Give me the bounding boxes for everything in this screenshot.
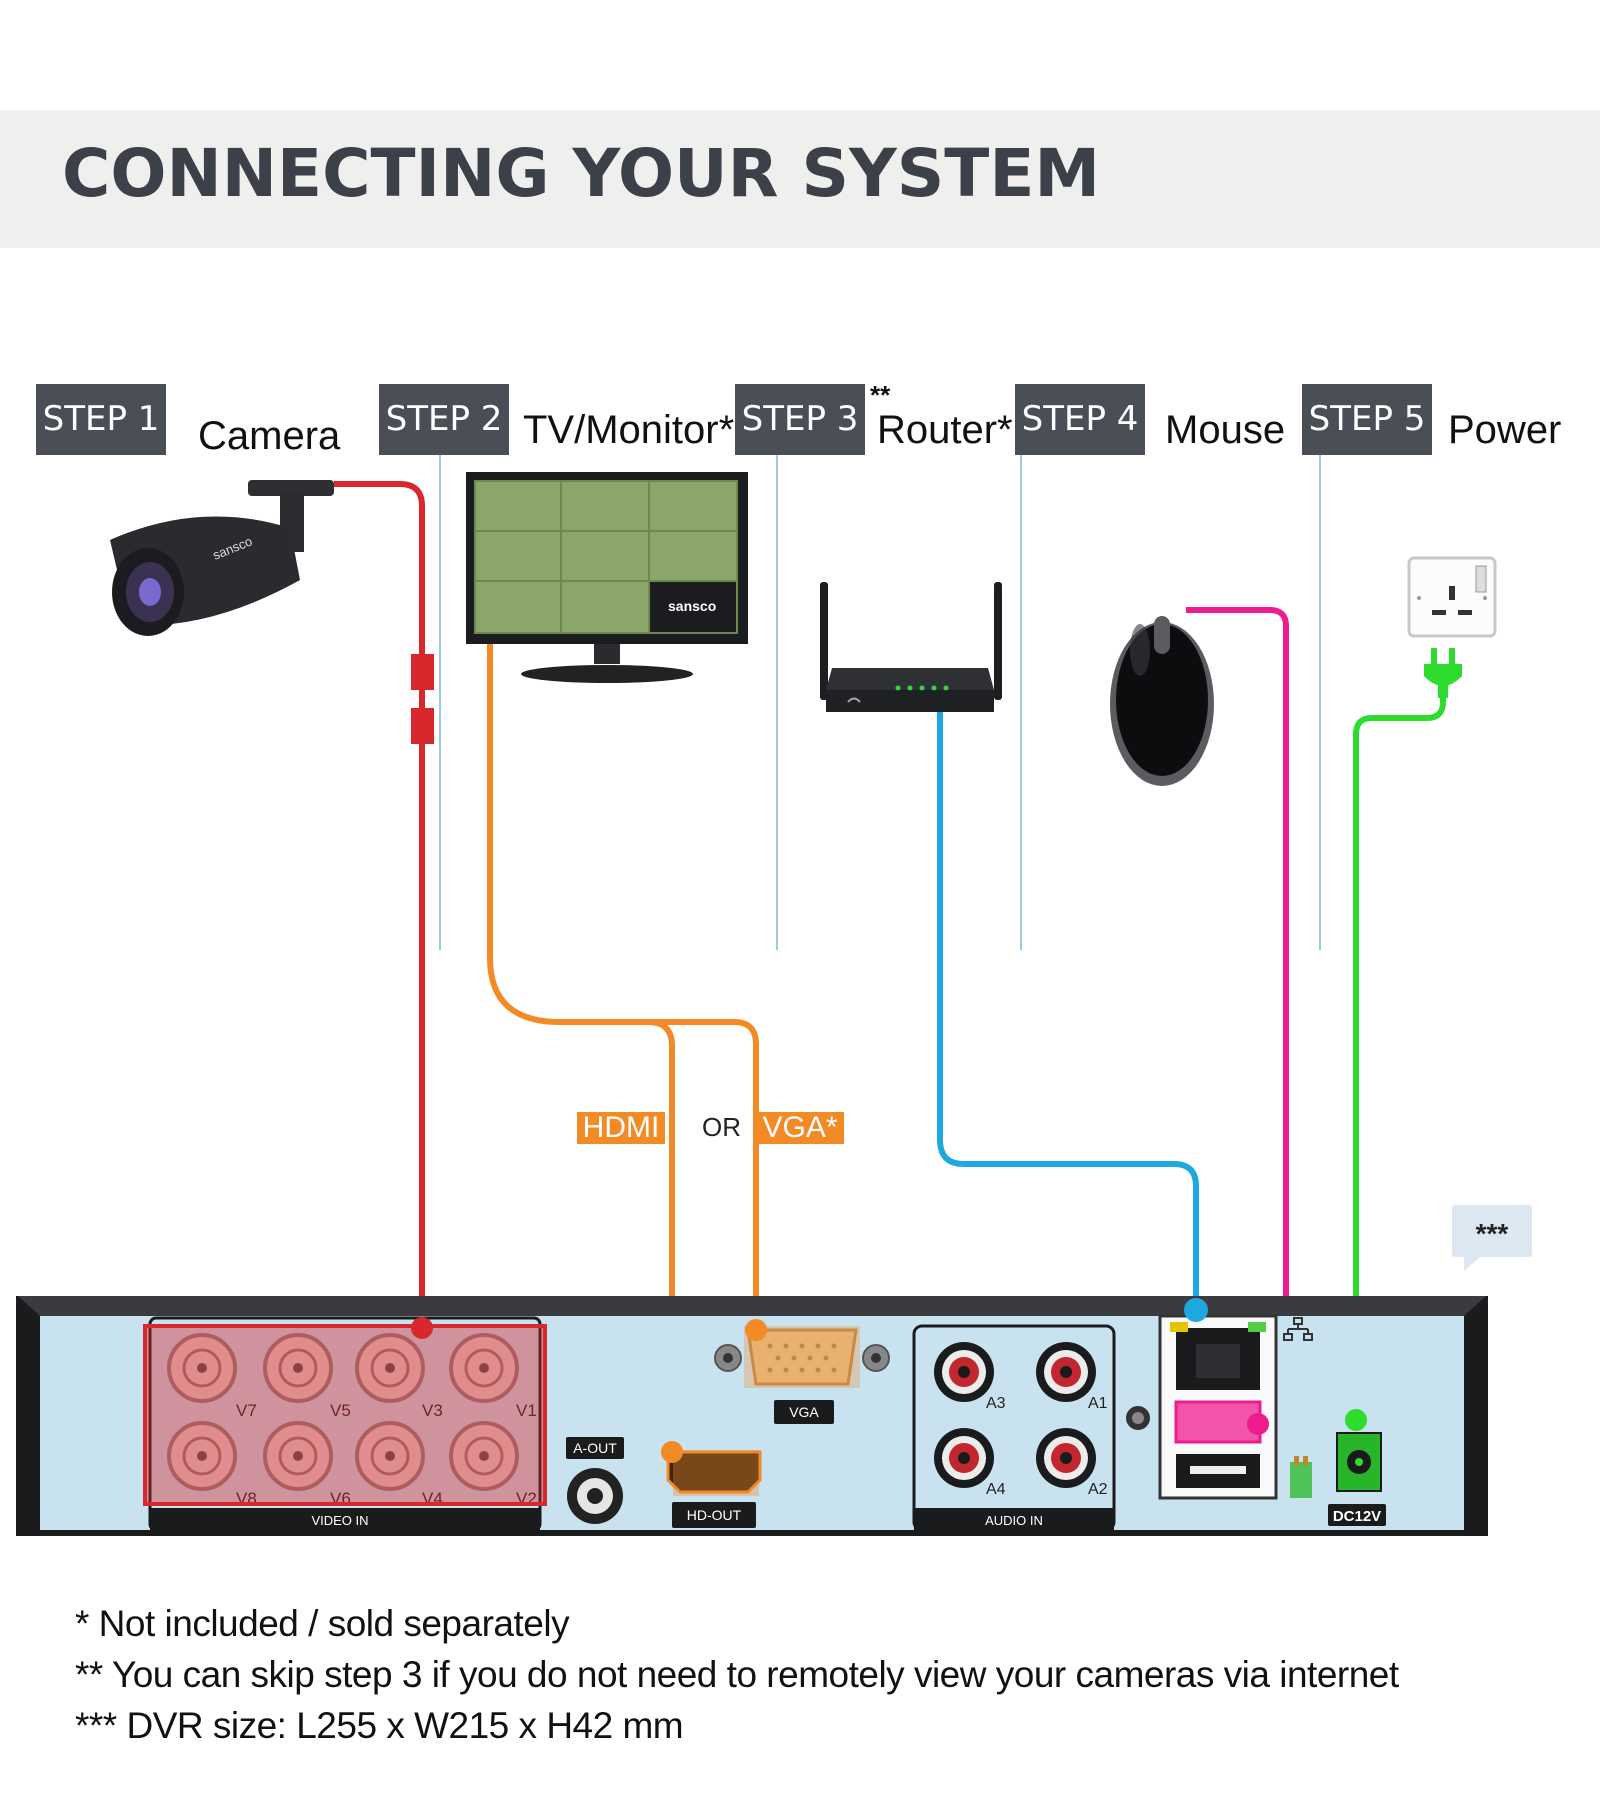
- camera-connector-top: [411, 654, 434, 690]
- channel-v5: V5: [330, 1401, 351, 1420]
- header-band: [0, 110, 1600, 248]
- dvr-size-marker: ***: [1452, 1205, 1532, 1271]
- channel-v1: V1: [516, 1401, 537, 1420]
- audio-a3: A3: [986, 1395, 1006, 1412]
- step-4-badge: STEP 4: [1015, 384, 1145, 455]
- footnotes: * Not included / sold separately ** You …: [75, 1598, 1399, 1751]
- usb-port-top: [1174, 1400, 1262, 1444]
- step-3-badge: STEP 3: [735, 384, 865, 455]
- camera-icon: sansco: [110, 480, 334, 636]
- vga-tag: VGA*: [756, 1112, 844, 1144]
- monitor-icon: sansco: [466, 472, 748, 683]
- mouse-icon: [1110, 616, 1214, 786]
- vga-port: [746, 1328, 858, 1386]
- vga-cable: [648, 1019, 759, 1330]
- video-in-highlight: [143, 1324, 547, 1506]
- step-guide-lines: [439, 455, 1321, 950]
- router-icon: [820, 582, 1002, 712]
- channel-v7: V7: [236, 1401, 257, 1420]
- vga-cable-endpoint: [745, 1319, 767, 1341]
- audio-a2: A2: [1088, 1481, 1108, 1498]
- bnc-ports: [167, 1333, 519, 1491]
- step-5-label: Power: [1448, 408, 1562, 452]
- mouse-cable-endpoint: [1247, 1413, 1269, 1435]
- footnote-3: *** DVR size: L255 x W215 x H42 mm: [75, 1705, 684, 1746]
- audio-in-label: AUDIO IN: [985, 1513, 1043, 1528]
- power-plug-icon: [1424, 648, 1462, 698]
- a-out-label: A-OUT: [573, 1440, 617, 1456]
- audio-a1: A1: [1088, 1395, 1108, 1412]
- step-5-badge: STEP 5: [1302, 384, 1432, 455]
- step-3-label: Router*: [877, 408, 1013, 452]
- video-in-label: VIDEO IN: [311, 1513, 368, 1528]
- power-cable-endpoint: [1345, 1409, 1367, 1431]
- or-text: OR: [702, 1112, 741, 1142]
- hdmi-cable-endpoint: [661, 1441, 683, 1463]
- alarm-terminal: [1290, 1462, 1312, 1498]
- wall-socket-icon: [1407, 556, 1497, 638]
- vga-label: VGA: [789, 1404, 819, 1420]
- step-4-label: Mouse: [1165, 408, 1286, 452]
- hdmi-tag: HDMI: [577, 1112, 665, 1144]
- monitor-brand: sansco: [668, 598, 716, 614]
- step-2-badge: STEP 2: [379, 384, 509, 455]
- camera-cable: [334, 481, 425, 1330]
- step-3-stars: **: [870, 380, 891, 410]
- step-2-label: TV/Monitor*: [523, 408, 735, 452]
- step-1-label: Camera: [198, 414, 341, 458]
- footnote-2: ** You can skip step 3 if you do not nee…: [75, 1654, 1399, 1695]
- step-1-badge: STEP 1: [36, 384, 166, 455]
- hdmi-port: [666, 1450, 762, 1494]
- page-title: CONNECTING YOUR SYSTEM: [62, 135, 1101, 212]
- router-cable-endpoint: [1184, 1298, 1208, 1322]
- router-cable: [937, 712, 1199, 1310]
- dc12v-label: DC12V: [1333, 1508, 1381, 1525]
- audio-a4: A4: [986, 1481, 1006, 1498]
- network-icon: [1283, 1317, 1313, 1341]
- hd-out-label: HD-OUT: [687, 1507, 742, 1523]
- camera-connector-bottom: [411, 708, 434, 744]
- footnote-1: * Not included / sold separately: [75, 1603, 570, 1644]
- power-cable: [1353, 698, 1446, 1418]
- rca-ports: [934, 1342, 1096, 1488]
- hdmi-cable: [487, 644, 675, 1452]
- channel-v3: V3: [422, 1401, 443, 1420]
- camera-cable-endpoint: [411, 1317, 433, 1339]
